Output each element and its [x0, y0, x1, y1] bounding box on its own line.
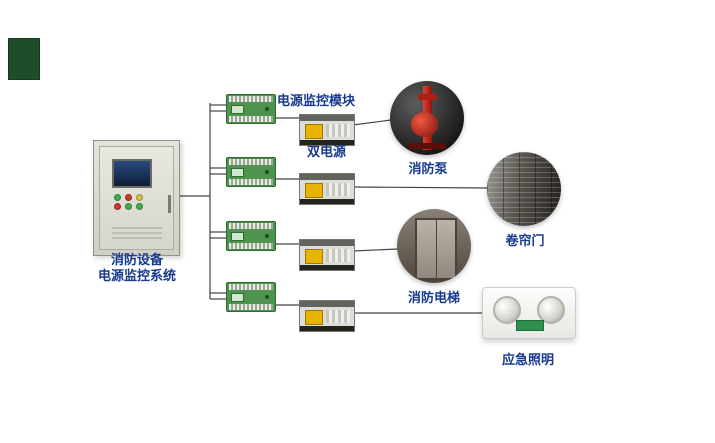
cabinet-indicator — [114, 203, 121, 210]
dual-power-ats-1 — [299, 114, 355, 146]
cabinet-label-line2: 电源监控系统 — [97, 268, 176, 283]
module-display — [231, 232, 244, 241]
ats-terminals — [326, 183, 350, 196]
cabinet-indicator — [125, 203, 132, 210]
ats-base — [300, 326, 354, 331]
module-led — [265, 295, 269, 299]
module-display — [231, 293, 244, 302]
module-terminals — [229, 243, 273, 249]
pump-volute — [411, 112, 438, 137]
ats-base — [300, 265, 354, 270]
ats-handle — [305, 183, 323, 198]
emergency-lamp — [493, 296, 521, 324]
ats-top — [300, 174, 354, 180]
cabinet-indicator — [125, 194, 132, 201]
module-terminals — [229, 179, 273, 185]
power-monitor-module-3 — [226, 221, 276, 251]
monitoring-cabinet — [93, 140, 180, 256]
ats-top — [300, 240, 354, 246]
dual-power-ats-4 — [299, 300, 355, 332]
module-terminals — [229, 304, 273, 310]
cabinet-indicator — [136, 203, 143, 210]
pump-base — [408, 143, 446, 149]
module-terminals — [229, 116, 273, 122]
ats-handle — [305, 249, 323, 264]
cabinet-indicator — [136, 194, 143, 201]
module-label: 电源监控模块 — [277, 93, 356, 108]
roller-door-label: 卷帘门 — [505, 233, 545, 248]
fire-pump-photo — [390, 81, 464, 155]
module-terminals — [229, 96, 273, 102]
module-display — [231, 168, 244, 177]
dual-power-label: 双电源 — [307, 144, 347, 159]
cabinet-door — [99, 146, 174, 250]
elevator-door-split — [436, 220, 437, 278]
ats-base — [300, 199, 354, 204]
module-led — [265, 107, 269, 111]
ats-terminals — [326, 310, 350, 323]
module-terminals — [229, 159, 273, 165]
ats-terminals — [326, 249, 350, 262]
ats-top — [300, 301, 354, 307]
cabinet-handle — [168, 195, 171, 213]
module-terminals — [229, 284, 273, 290]
emergency-light-sticker — [516, 320, 544, 331]
module-led — [265, 170, 269, 174]
cabinet-indicator — [114, 194, 121, 201]
emergency-light-photo — [482, 287, 576, 339]
cabinet-buttons — [112, 193, 164, 210]
fire-elevator-label: 消防电梯 — [407, 290, 460, 305]
module-display — [231, 105, 244, 114]
power-monitor-module-2 — [226, 157, 276, 187]
power-monitor-module-1 — [226, 94, 276, 124]
emergency-lamp — [537, 296, 565, 324]
power-monitor-module-4 — [226, 282, 276, 312]
fire-pump-label: 消防泵 — [408, 161, 448, 176]
elevator-door — [415, 218, 457, 280]
roller-door-photo — [487, 152, 561, 226]
ats-base — [300, 140, 354, 145]
ats-top — [300, 115, 354, 121]
dual-power-ats-2 — [299, 173, 355, 205]
cabinet-vent — [112, 227, 162, 241]
ats-handle — [305, 124, 323, 139]
ats-terminals — [326, 124, 350, 137]
cabinet-label-line1: 消防设备 — [110, 252, 163, 267]
ats-handle — [305, 310, 323, 325]
pump-flange — [418, 94, 437, 100]
module-terminals — [229, 223, 273, 229]
module-led — [265, 234, 269, 238]
cabinet-label: 消防设备 电源监控系统 — [82, 252, 192, 284]
emergency-light-label: 应急照明 — [501, 352, 554, 367]
fire-elevator-photo — [397, 209, 471, 283]
brand-logo — [8, 38, 40, 80]
cabinet-screen — [112, 159, 152, 188]
dual-power-ats-3 — [299, 239, 355, 271]
